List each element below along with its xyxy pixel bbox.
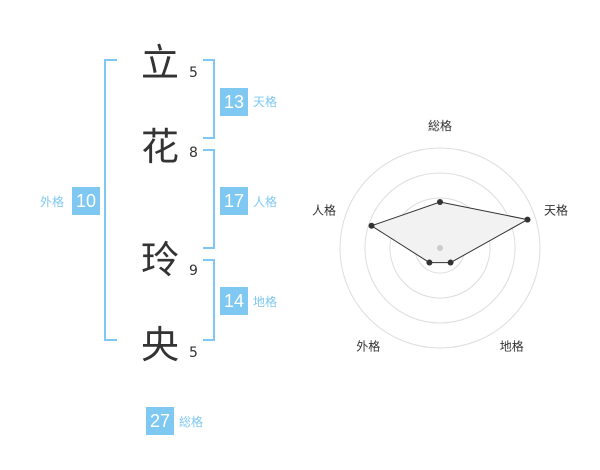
chikaku-badge: 14: [220, 287, 248, 315]
radar-ring: [339, 147, 541, 349]
radar-axis-label-tenkaku: 天格: [544, 202, 568, 217]
stroke-count-2: 8: [189, 145, 198, 161]
gaikaku-label: 外格: [40, 195, 65, 209]
radar-point: [447, 259, 454, 266]
radar-point: [426, 259, 433, 266]
radar-axis-label-soukaku: 総格: [428, 118, 452, 133]
chikaku-label: 地格: [253, 295, 278, 309]
radar-axis-label-jinkaku: 人格: [312, 202, 336, 217]
radar-polygon: [370, 201, 529, 264]
radar-ring: [364, 172, 516, 324]
jinkaku-badge: 17: [220, 187, 248, 215]
stroke-count-3: 9: [189, 263, 198, 279]
stroke-count-1: 5: [189, 65, 198, 81]
gaikaku-bracket: [104, 59, 117, 341]
radar-axis-label-chikaku: 地格: [500, 339, 524, 354]
tenkaku-label: 天格: [253, 95, 278, 109]
stroke-count-4: 5: [189, 345, 198, 361]
tenkaku-bracket: [203, 59, 215, 139]
radar-point: [437, 199, 443, 205]
soukaku-badge: 27: [146, 407, 174, 435]
radar-center-dot: [437, 245, 443, 251]
gaikaku-badge: 10: [72, 187, 100, 215]
radar-ring: [389, 197, 491, 299]
name-char-1: 立: [140, 41, 179, 85]
name-char-2: 花: [140, 125, 179, 169]
jinkaku-bracket: [203, 149, 215, 249]
name-char-3: 玲: [140, 238, 179, 282]
name-char-4: 央: [140, 323, 179, 367]
soukaku-label: 総格: [179, 415, 204, 429]
radar-axis-label-gaikaku: 外格: [356, 339, 380, 354]
tenkaku-badge: 13: [220, 88, 248, 116]
radar-point: [368, 222, 375, 229]
jinkaku-label: 人格: [253, 195, 278, 209]
radar-point: [524, 216, 531, 223]
chikaku-bracket: [203, 259, 215, 341]
